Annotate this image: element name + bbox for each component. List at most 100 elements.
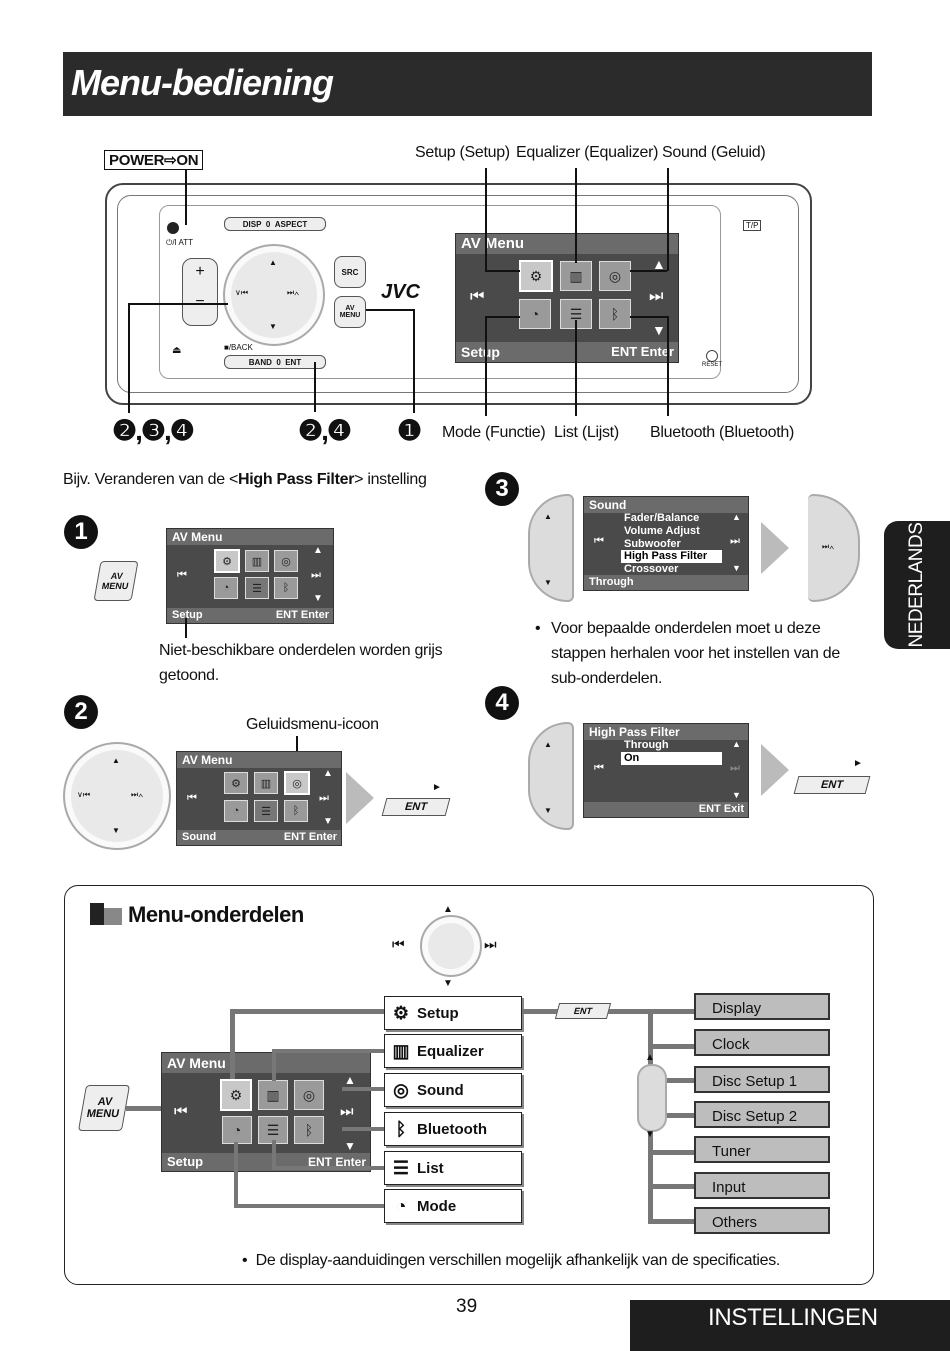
power-on-label: POWER⇨ON bbox=[104, 150, 204, 170]
next-icon: ⏭ bbox=[730, 762, 740, 774]
mode-icon: ◔ bbox=[222, 1116, 252, 1144]
speaker-icon: ◎ bbox=[284, 771, 310, 795]
speaker-icon: ◎ bbox=[599, 261, 631, 291]
brand-logo: JVC bbox=[381, 281, 420, 303]
menu-item-equalizer[interactable]: ▥Equalizer bbox=[384, 1034, 522, 1068]
sound-menu-list: Fader/Balance Volume Adjust Subwoofer Hi… bbox=[621, 512, 722, 576]
list-icon: ☰ bbox=[392, 1157, 410, 1178]
play-icon: ► bbox=[853, 758, 863, 769]
menu-item-sound[interactable]: ◎Sound bbox=[384, 1073, 522, 1107]
up-arrow-icon: ▲ bbox=[652, 256, 666, 272]
reset-label: RESET bbox=[702, 362, 723, 368]
control-dial-right[interactable]: ⏭∧ bbox=[808, 494, 860, 602]
att-label: ⏻/I ATT bbox=[166, 238, 194, 247]
up-down-pad[interactable] bbox=[637, 1064, 667, 1132]
step-refs-left: ❷,❸,❹ bbox=[112, 415, 195, 446]
side-tab-label: NEDERLANDS bbox=[906, 522, 927, 648]
callout-equalizer: Equalizer (Equalizer) bbox=[516, 144, 659, 161]
mode-icon: ◔ bbox=[224, 800, 248, 822]
submenu-tuner[interactable]: Tuner bbox=[694, 1136, 830, 1163]
speaker-icon: ◎ bbox=[274, 550, 298, 572]
language-side-tab: NEDERLANDS bbox=[884, 521, 950, 649]
step-3-number: 3 bbox=[485, 472, 519, 506]
section-marker-icon bbox=[90, 903, 104, 925]
step1-note: Niet-beschikbare onderdelen worden grijs… bbox=[159, 642, 443, 684]
page-number: 39 bbox=[456, 1296, 478, 1317]
bluetooth-icon: ᛒ bbox=[274, 577, 298, 599]
section-footer-bar: INSTELLINGEN bbox=[630, 1300, 950, 1351]
screen-enter-hint: ENT Enter bbox=[611, 344, 674, 359]
gear-icon: ⚙ bbox=[519, 260, 553, 292]
prev-icon: ⏮ bbox=[594, 762, 604, 774]
prev-icon: ⏮ bbox=[470, 288, 485, 305]
back-label: ■/BACK bbox=[224, 343, 253, 352]
submenu-disc-setup-1[interactable]: Disc Setup 1 bbox=[694, 1066, 830, 1093]
mode-icon: ◔ bbox=[519, 299, 551, 329]
src-button[interactable]: SRC bbox=[334, 256, 366, 288]
ent-key-menu[interactable]: ENT bbox=[554, 1003, 612, 1019]
next-icon: ⏭ bbox=[319, 792, 329, 804]
down-arrow-icon: ▼ bbox=[652, 322, 666, 338]
next-icon: ⏭ bbox=[311, 569, 321, 581]
av-menu-key[interactable]: AV MENU bbox=[93, 561, 139, 601]
step2-label: Geluidsmenu-icoon bbox=[246, 716, 379, 733]
menu-item-mode[interactable]: ◔Mode bbox=[384, 1189, 522, 1223]
gear-icon: ⚙ bbox=[224, 772, 248, 794]
control-dial[interactable]: ▲ ▼ ∨⏮ ⏭∧ bbox=[223, 244, 325, 346]
menu-items-panel bbox=[64, 885, 874, 1285]
control-dial-up-down[interactable]: ▲ ▼ bbox=[528, 494, 574, 602]
menu-item-setup[interactable]: ⚙Setup bbox=[384, 996, 522, 1030]
submenu-display[interactable]: Display bbox=[694, 993, 830, 1020]
step-ref-one: ❶ bbox=[397, 415, 423, 446]
av-menu-key-menu[interactable]: AV MENU bbox=[77, 1085, 131, 1131]
list-icon: ☰ bbox=[245, 577, 269, 599]
equalizer-icon: ▥ bbox=[245, 550, 269, 572]
prev-icon: ⏮ bbox=[594, 535, 604, 547]
eject-icon[interactable]: ⏏ bbox=[172, 345, 182, 356]
step3-bullet: •Voor bepaalde onderdelen moet u deze st… bbox=[535, 620, 840, 687]
disp-aspect-button[interactable]: DISP 0 ASPECT bbox=[224, 217, 326, 231]
submenu-input[interactable]: Input bbox=[694, 1172, 830, 1199]
up-arrow-icon: ▲ bbox=[443, 904, 453, 915]
tp-button[interactable]: T/P bbox=[743, 220, 762, 231]
step1-screen: AV Menu Setup ENT Enter ⏮ ⏭ ▲ ▼ ⚙ ▥ ◎ ◔ … bbox=[166, 528, 334, 624]
mode-icon: ◔ bbox=[395, 1195, 407, 1216]
submenu-clock[interactable]: Clock bbox=[694, 1029, 830, 1056]
callout-list: List (Lijst) bbox=[554, 424, 619, 441]
control-dial-step2[interactable]: ▲ ▼ ∨⏮ ⏭∧ bbox=[63, 742, 171, 850]
submenu-others[interactable]: Others bbox=[694, 1207, 830, 1234]
equalizer-icon: ▥ bbox=[392, 1040, 410, 1061]
volume-rocker[interactable]: +− bbox=[182, 258, 218, 326]
bluetooth-icon: ᛒ bbox=[284, 800, 308, 822]
down-arrow-icon: ▼ bbox=[344, 1139, 356, 1153]
ent-key-step4[interactable]: ENT bbox=[793, 776, 871, 794]
screen-footer: Setup bbox=[456, 342, 678, 362]
screen-title: AV Menu bbox=[456, 234, 678, 254]
reset-button[interactable] bbox=[706, 350, 718, 362]
band-ent-button[interactable]: BAND 0 ENT bbox=[224, 355, 326, 369]
device-av-menu-screen: AV Menu Setup ENT Enter ⏮ ⏭ ▲ ▼ ⚙ ▥ ◎ ◔ … bbox=[455, 233, 679, 363]
control-dial-up-down-step4[interactable]: ▲ ▼ bbox=[528, 722, 574, 830]
av-menu-button[interactable]: AV MENU bbox=[334, 296, 366, 328]
up-arrow-icon: ▲ bbox=[323, 768, 333, 779]
submenu-disc-setup-2[interactable]: Disc Setup 2 bbox=[694, 1101, 830, 1128]
speaker-icon: ◎ bbox=[294, 1080, 324, 1110]
example-intro: Bijv. Veranderen van de <High Pass Filte… bbox=[63, 471, 427, 488]
power-button[interactable] bbox=[167, 222, 179, 234]
step-4-number: 4 bbox=[485, 686, 519, 720]
gear-icon: ⚙ bbox=[220, 1079, 252, 1111]
up-arrow-icon: ▲ bbox=[732, 512, 741, 522]
menu-item-list[interactable]: ☰List bbox=[384, 1151, 522, 1185]
menu-note: • De display-aanduidingen verschillen mo… bbox=[242, 1252, 781, 1269]
equalizer-icon: ▥ bbox=[258, 1080, 288, 1110]
callout-setup: Setup (Setup) bbox=[415, 144, 510, 161]
control-dial-menu[interactable] bbox=[420, 915, 482, 977]
up-arrow-icon: ▲ bbox=[645, 1052, 655, 1063]
equalizer-icon: ▥ bbox=[254, 772, 278, 794]
up-arrow-icon: ▲ bbox=[732, 739, 741, 749]
ent-key-step2[interactable]: ENT bbox=[381, 798, 451, 816]
up-arrow-icon: ▲ bbox=[344, 1073, 356, 1087]
up-arrow-icon: ▲ bbox=[313, 545, 323, 556]
step4-hpf-screen: High Pass Filter ENT Exit ⏮ ⏭ ▲ ▼ Throug… bbox=[583, 723, 749, 818]
